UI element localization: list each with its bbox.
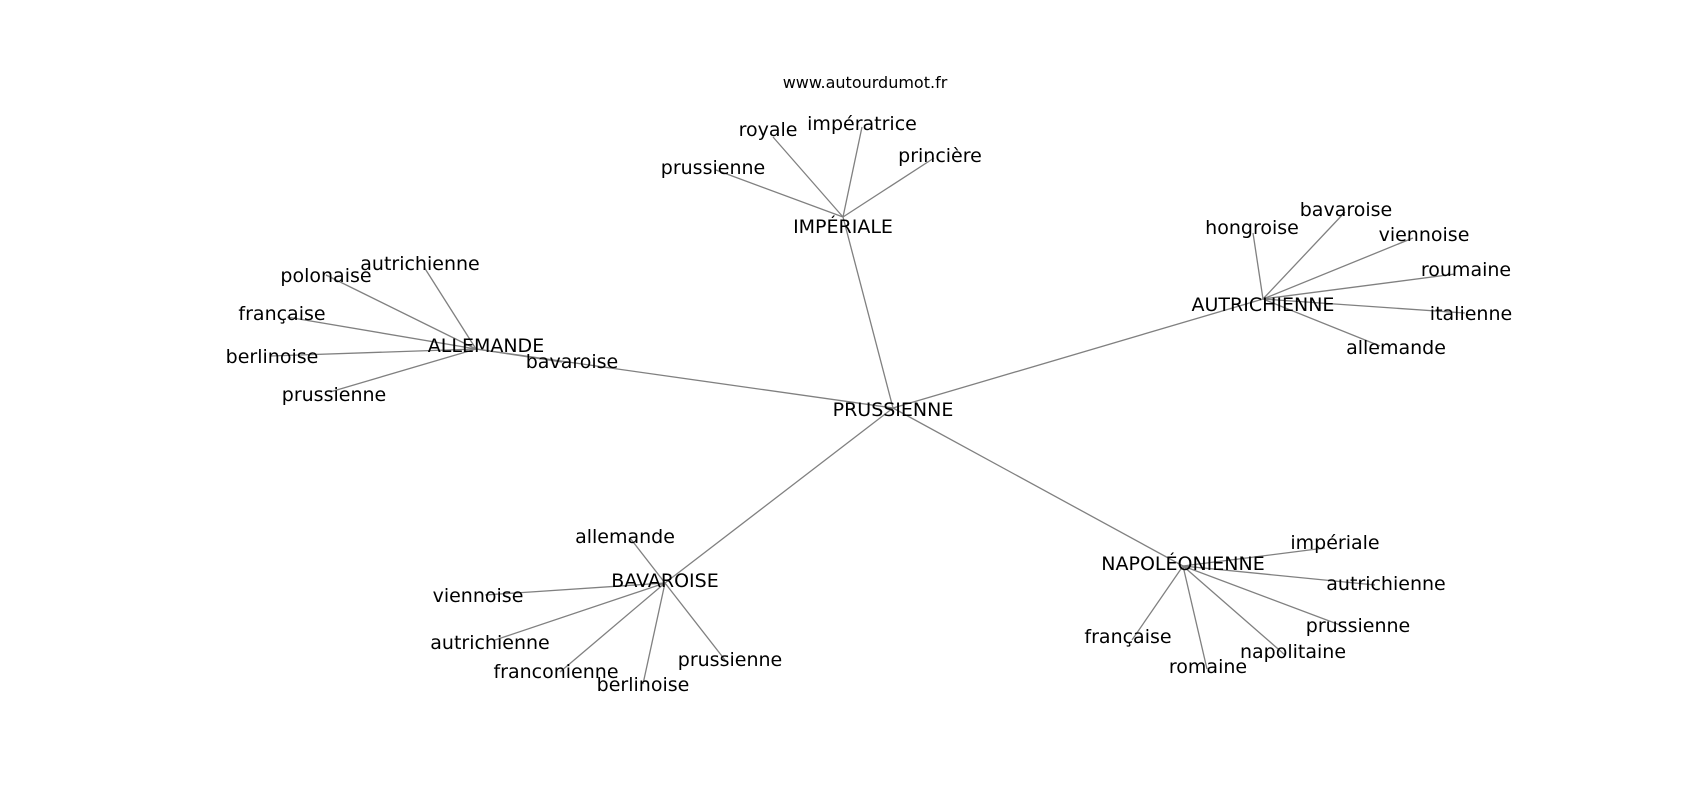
edge-napoleonienne-prussienne: [1182, 565, 1341, 626]
edge-autrichienne-roumaine: [1262, 273, 1456, 300]
leaf-node-imperiale-royale[interactable]: royale: [739, 119, 798, 141]
hub-node-imperiale[interactable]: IMPÉRIALE: [793, 215, 893, 238]
edge-center-allemande: [475, 348, 894, 409]
edge-bavaroise-berlinoise: [642, 582, 666, 685]
edge-imperiale-imperatrice: [842, 126, 863, 218]
edge-allemande-berlinoise: [269, 348, 477, 357]
edge-autrichienne-hongroise: [1252, 232, 1264, 300]
edge-autrichienne-viennoise: [1262, 237, 1414, 300]
edge-allemande-francaise: [286, 316, 477, 350]
edge-autrichienne-bavaroise: [1262, 211, 1346, 300]
edge-center-imperiale: [842, 216, 894, 409]
edge-imperiale-princiere: [842, 157, 935, 218]
leaf-node-bavaroise-berlinoise[interactable]: berlinoise: [597, 674, 690, 696]
leaf-node-bavaroise-prussienne[interactable]: prussienne: [678, 649, 782, 671]
leaf-node-napoleonienne-imperiale[interactable]: impériale: [1290, 532, 1379, 554]
hub-node-bavaroise[interactable]: BAVAROISE: [611, 570, 718, 592]
leaf-node-allemande-bavaroise[interactable]: bavaroise: [526, 351, 618, 373]
leaf-node-allemande-polonaise[interactable]: polonaise: [280, 265, 371, 287]
leaf-node-bavaroise-franconienne[interactable]: franconienne: [493, 661, 618, 683]
edge-allemande-bavaroise: [475, 348, 563, 363]
edge-imperiale-royale: [772, 136, 844, 218]
leaf-node-imperiale-princiere[interactable]: princière: [898, 145, 982, 167]
leaf-node-napoleonienne-prussienne[interactable]: prussienne: [1306, 615, 1410, 637]
leaf-node-autrichienne-bavaroise[interactable]: bavaroise: [1300, 199, 1392, 221]
edge-center-bavaroise: [664, 407, 894, 584]
hub-node-allemande[interactable]: ALLEMANDE: [428, 335, 544, 357]
edge-napoleonienne-napolitaine: [1182, 565, 1286, 656]
edge-allemande-autrichienne: [423, 266, 477, 350]
leaf-node-autrichienne-viennoise[interactable]: viennoise: [1379, 224, 1470, 246]
edge-allemande-prussienne: [329, 348, 477, 393]
edge-napoleonienne-imperiale: [1182, 547, 1326, 567]
edge-allemande-polonaise: [325, 274, 477, 350]
edge-imperiale-prussienne: [715, 169, 844, 218]
edge-autrichienne-italienne: [1262, 298, 1466, 314]
leaf-node-allemande-francaise[interactable]: française: [238, 303, 325, 325]
edge-bavaroise-viennoise: [484, 582, 666, 596]
edge-autrichienne-allemande: [1262, 298, 1381, 347]
leaf-node-autrichienne-italienne[interactable]: italienne: [1430, 303, 1512, 325]
leaf-node-allemande-berlinoise[interactable]: berlinoise: [226, 346, 319, 368]
leaf-node-bavaroise-allemande[interactable]: allemande: [575, 526, 675, 548]
labels-layer: PRUSSIENNE IMPÉRIALE royale impératrice prin…: [226, 113, 1513, 696]
leaf-node-autrichienne-hongroise[interactable]: hongroise: [1205, 217, 1299, 239]
center-node-label[interactable]: PRUSSIENNE: [833, 399, 954, 421]
leaf-node-autrichienne-allemande[interactable]: allemande: [1346, 337, 1446, 359]
edge-napoleonienne-francaise: [1131, 565, 1184, 641]
leaf-node-bavaroise-autrichienne[interactable]: autrichienne: [430, 632, 549, 654]
site-watermark: www.autourdumot.fr: [783, 73, 948, 92]
edge-bavaroise-prussienne: [664, 582, 726, 661]
leaf-node-allemande-autrichienne[interactable]: autrichienne: [360, 253, 479, 275]
leaf-node-imperiale-imperatrice[interactable]: impératrice: [807, 113, 917, 135]
edge-bavaroise-allemande: [629, 537, 666, 584]
edge-center-napoleonienne: [892, 407, 1184, 567]
leaf-node-napoleonienne-francaise[interactable]: française: [1084, 626, 1171, 648]
hub-node-napoleonienne[interactable]: NAPOLÉONIENNE: [1101, 552, 1264, 575]
leaf-node-napoleonienne-romaine[interactable]: romaine: [1169, 656, 1247, 678]
edge-bavaroise-franconienne: [559, 582, 666, 673]
leaf-node-allemande-prussienne[interactable]: prussienne: [282, 384, 386, 406]
leaf-node-napoleonienne-autrichienne[interactable]: autrichienne: [1326, 573, 1445, 595]
leaf-node-napoleonienne-napolitaine[interactable]: napolitaine: [1240, 641, 1346, 663]
leaf-node-imperiale-prussienne[interactable]: prussienne: [661, 157, 765, 179]
edge-napoleonienne-romaine: [1182, 565, 1208, 670]
hub-node-autrichienne[interactable]: AUTRICHIENNE: [1192, 294, 1335, 316]
edges-layer: [269, 126, 1466, 685]
leaf-node-bavaroise-viennoise[interactable]: viennoise: [433, 585, 524, 607]
edge-bavaroise-autrichienne: [494, 582, 666, 641]
edge-center-autrichienne: [892, 298, 1264, 409]
leaf-node-autrichienne-roumaine[interactable]: roumaine: [1421, 259, 1511, 281]
edge-napoleonienne-autrichienne: [1182, 565, 1376, 586]
